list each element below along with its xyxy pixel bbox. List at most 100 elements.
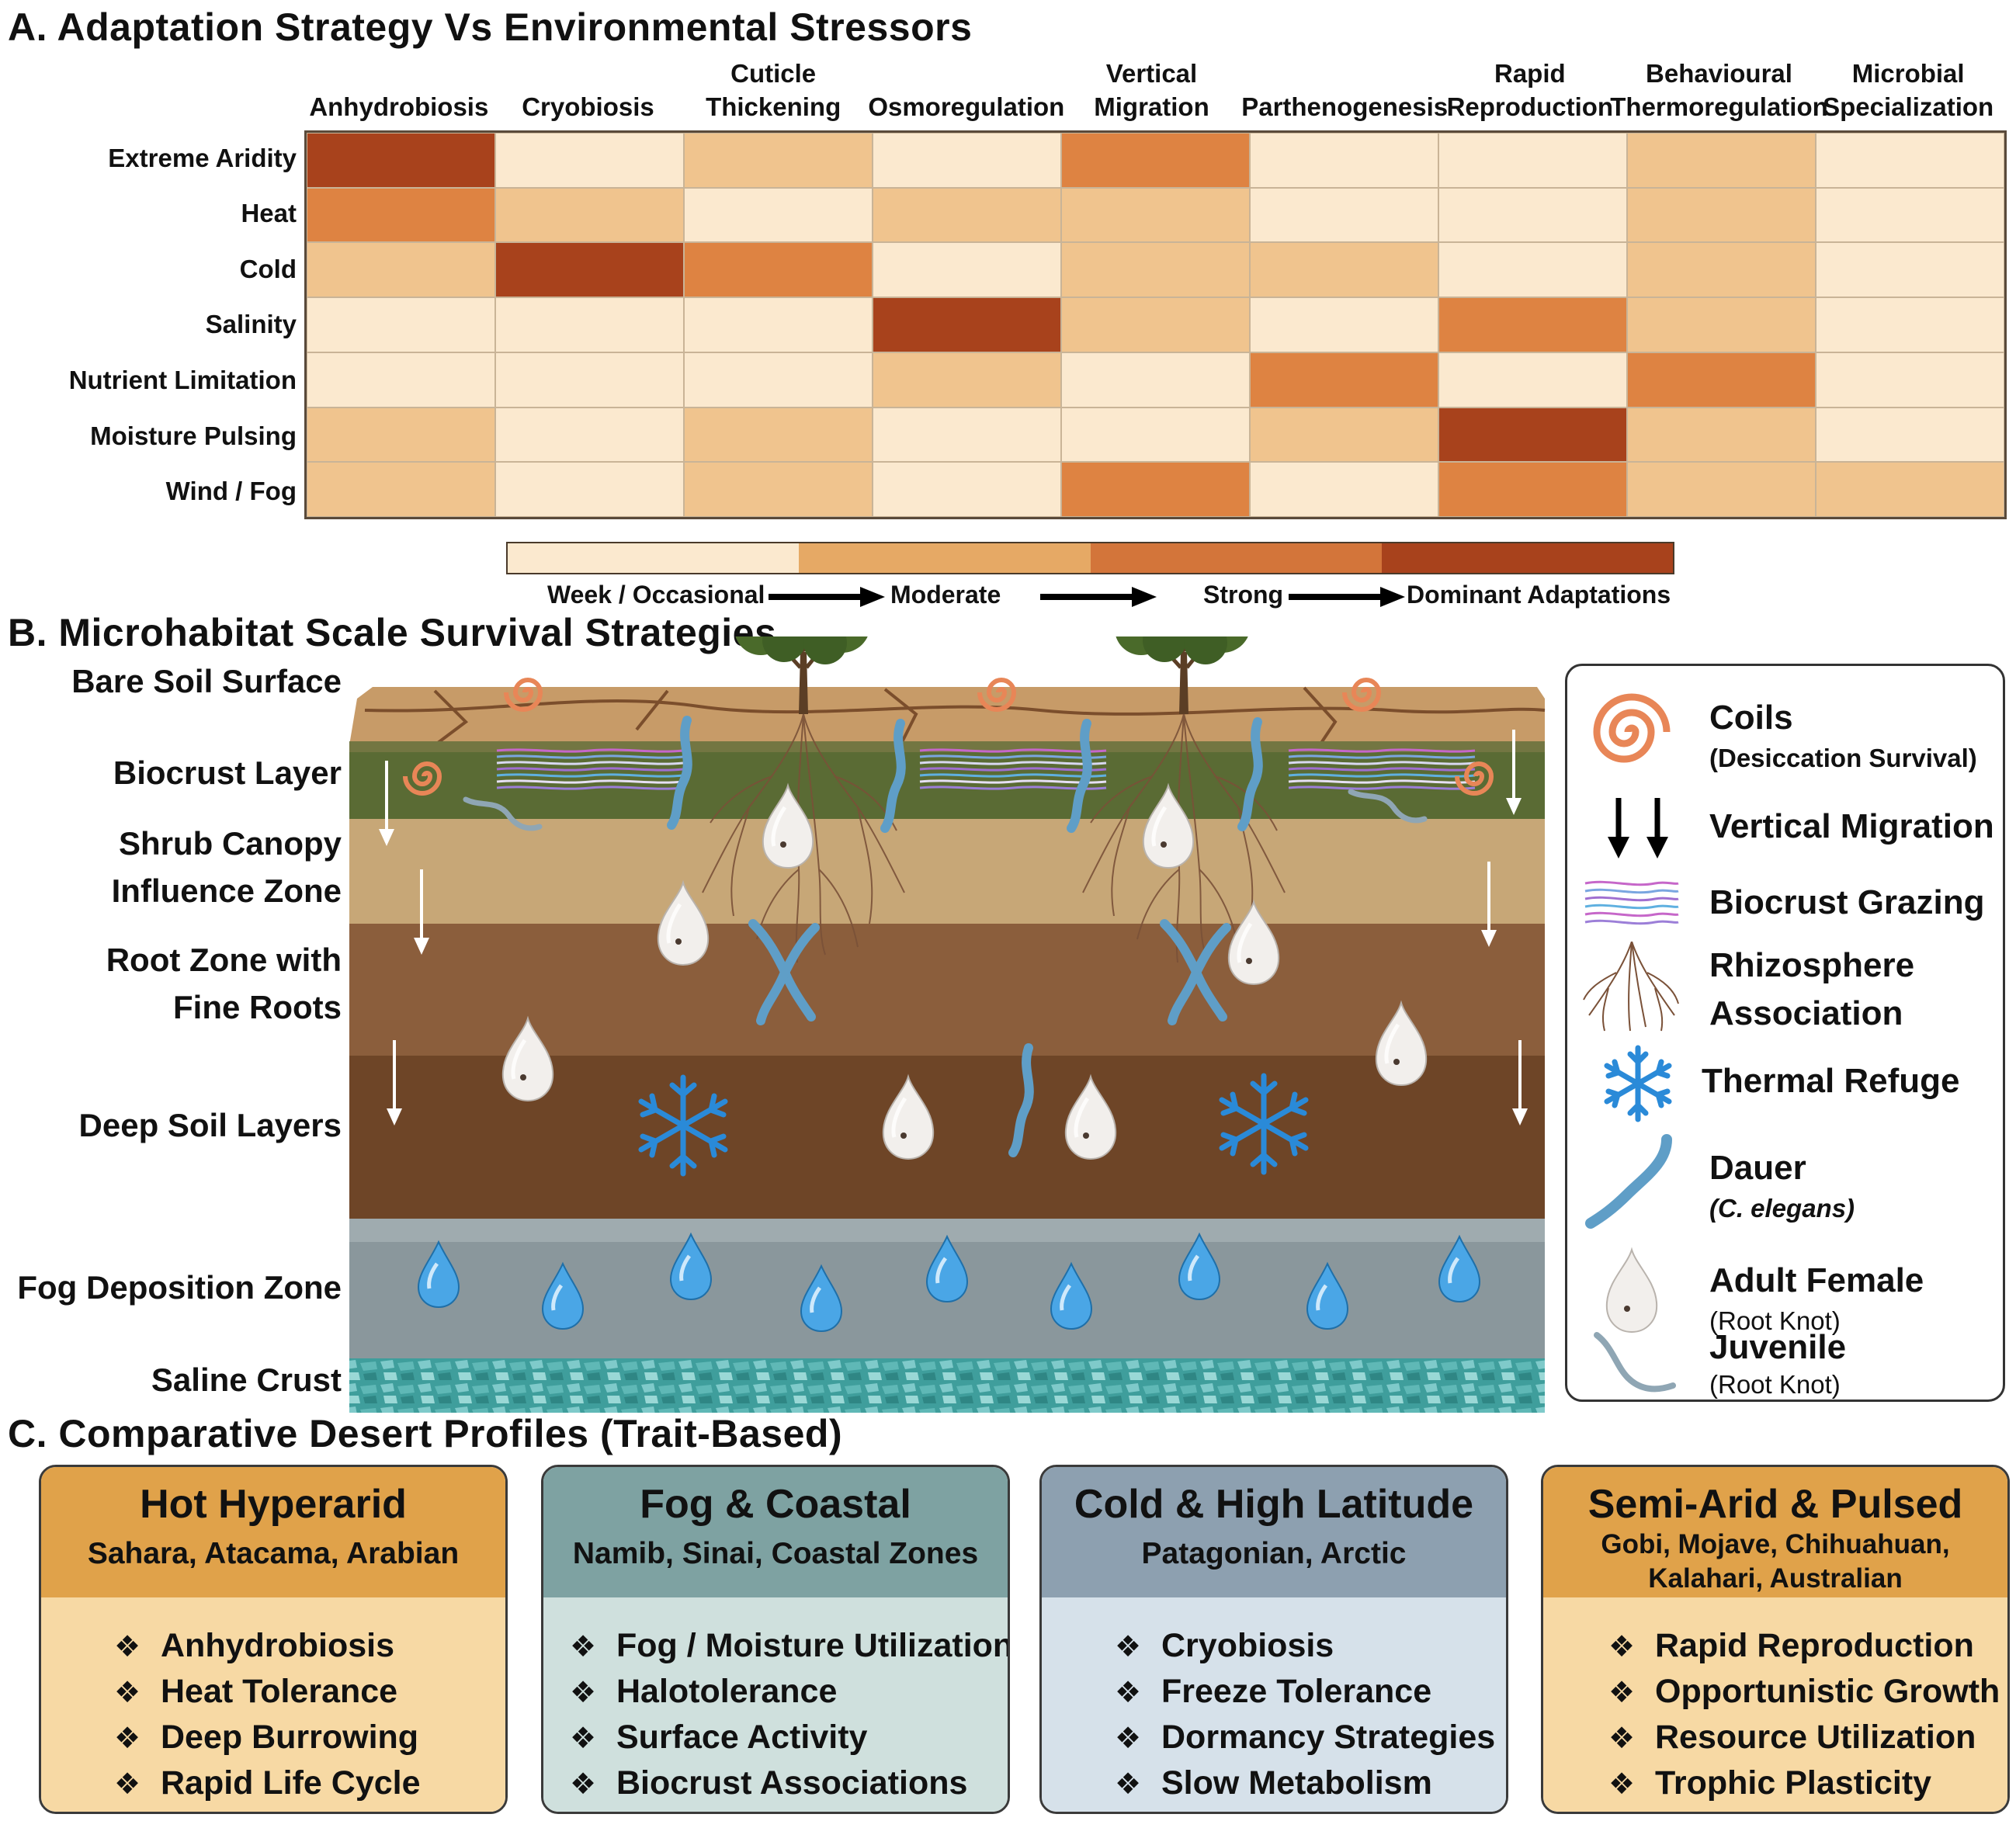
heatmap-column-header: Anhydrobiosis <box>309 92 489 122</box>
card-trait-item: ❖Fog / Moisture Utilization <box>559 1627 1008 1665</box>
legend-title-line: Rhizosphere <box>1709 946 1915 984</box>
heatmap-cell <box>495 352 684 408</box>
heatmap-cell <box>495 407 684 463</box>
legend-title-line: Association <box>1709 994 1903 1032</box>
card-region-line: Gobi, Mojave, Chihuahuan, <box>1601 1529 1950 1559</box>
diamond-bullet-icon: ❖ <box>113 1768 141 1801</box>
heatmap-cell <box>1627 242 1816 298</box>
heatmap-cell <box>684 297 873 352</box>
card-trait-item: ❖Freeze Tolerance <box>1104 1673 1431 1711</box>
card-regions: Namib, Sinai, Coastal Zones <box>572 1537 979 1570</box>
scale-segment <box>508 543 800 573</box>
intensity-scale-bar <box>506 542 1674 574</box>
card-trait-label: Biocrust Associations <box>616 1764 968 1802</box>
legend-subtitle: (Root Knot) <box>1709 1306 1841 1335</box>
layer-label-saline-crust: Saline Crust <box>151 1361 342 1398</box>
card-trait-item: ❖Deep Burrowing <box>103 1719 418 1757</box>
card-trait-label: Halotolerance <box>616 1673 838 1710</box>
card-trait-item: ❖Rapid Reproduction <box>1598 1627 1974 1665</box>
heatmap-cell <box>1250 187 1438 243</box>
card-body: ❖Fog / Moisture Utilization ❖ Halotoleranc… <box>543 1597 1008 1812</box>
heatmap-cell <box>307 187 495 243</box>
card-trait-label: Heat Tolerance <box>161 1673 398 1710</box>
heatmap-cell <box>1627 407 1816 463</box>
panel-c-title: C. Comparative Desert Profiles (Trait-Ba… <box>8 1412 843 1455</box>
heatmap-cell <box>1250 352 1438 408</box>
heatmap-cell <box>1438 462 1627 517</box>
card-trait-item: ❖Slow Metabolism <box>1104 1764 1432 1802</box>
diamond-bullet-icon: ❖ <box>1608 1722 1636 1755</box>
legend-subtitle: (Root Knot) <box>1709 1370 1841 1399</box>
heatmap-grid <box>304 130 2007 519</box>
heatmap-row-header: Heat <box>241 199 297 228</box>
worm-icon <box>1585 1134 1672 1229</box>
snowflake-icon <box>1604 1045 1672 1122</box>
heatmap-column-header: Vertical Migration <box>1094 59 1209 122</box>
legend-item-dauer: Dauer (C. elegans) <box>1574 1132 2000 1233</box>
heatmap-cell <box>307 462 495 517</box>
card-trait-item: ❖ Halotolerance <box>559 1673 837 1711</box>
legend-subtitle: (Desiccation Survival) <box>1709 744 1977 772</box>
card-title: Fog & Coastal <box>640 1482 911 1527</box>
scale-segment <box>1090 543 1382 573</box>
diamond-bullet-icon: ❖ <box>569 1677 597 1709</box>
card-trait-item: ❖Biocrust Associations <box>559 1764 967 1802</box>
legend-title: Dauer <box>1709 1149 1806 1187</box>
scale-arrow-icon <box>1289 587 1405 607</box>
heatmap-row-header: Wind / Fog <box>165 477 297 506</box>
legend-item-adult-female: Adult Female (Root Knot) <box>1574 1244 2000 1345</box>
legend-item-biocrust: Biocrust Grazing <box>1574 876 2000 930</box>
card-trait-item: ❖Opportunistic Growth <box>1598 1673 2000 1711</box>
card-title: Hot Hyperarid <box>140 1482 407 1527</box>
coil-icon <box>1593 693 1671 763</box>
heatmap-cell <box>307 407 495 463</box>
biocrust-lines-icon <box>1584 880 1679 925</box>
layer-label-bare-soil: Bare Soil Surface <box>71 663 342 699</box>
heatmap-cell <box>873 352 1061 408</box>
heatmap-cell <box>684 407 873 463</box>
heatmap-cell <box>873 407 1061 463</box>
heatmap-column-header: Parthenogenesis <box>1241 92 1449 122</box>
card-trait-item: ❖ Surface Activity <box>559 1719 867 1757</box>
heatmap-row-header: Salinity <box>205 310 297 339</box>
diamond-bullet-icon: ❖ <box>1114 1631 1142 1663</box>
card-trait-item: ❖Heat Tolerance <box>103 1673 397 1711</box>
card-trait-label: Cryobiosis <box>1161 1627 1334 1664</box>
card-trait-label: Opportunistic Growth <box>1655 1673 2000 1710</box>
heatmap-cell <box>495 133 684 188</box>
layer-label-deep-soil: Deep Soil Layers <box>78 1107 342 1143</box>
heatmap-cell <box>1627 187 1816 243</box>
card-regions: Gobi, Mojave, Chihuahuan,Kalahari, Austr… <box>1543 1528 2007 1596</box>
heatmap-cell <box>1438 297 1627 352</box>
heatmap-cell <box>873 462 1061 517</box>
legend-item-rhizosphere: Rhizosphere Association <box>1574 942 2000 1035</box>
roots-icon <box>1583 942 1679 1032</box>
heatmap-cell <box>684 242 873 298</box>
diamond-bullet-icon: ❖ <box>113 1722 141 1755</box>
heatmap-cell <box>1816 407 2004 463</box>
diamond-bullet-icon: ❖ <box>113 1631 141 1663</box>
heatmap-cell <box>307 297 495 352</box>
soil-profile-illustration <box>349 636 1546 1413</box>
diamond-bullet-icon: ❖ <box>569 1722 597 1755</box>
heatmap-cell <box>1250 133 1438 188</box>
card-regions: Patagonian, Arctic <box>1141 1537 1407 1570</box>
card-trait-label: Surface Activity <box>616 1719 868 1756</box>
heatmap-cell <box>873 133 1061 188</box>
card-body: ❖Anhydrobiosis❖Heat Tolerance❖Deep Burro… <box>41 1597 505 1812</box>
heatmap-cell <box>1061 242 1250 298</box>
card-trait-item: ❖Resource Utilization <box>1598 1719 1976 1757</box>
card-trait-label: Rapid Life Cycle <box>161 1764 421 1802</box>
heatmap-cell <box>1627 133 1816 188</box>
heatmap-cell <box>684 352 873 408</box>
layer-label-line: Fine Roots <box>173 988 342 1025</box>
heatmap-cell <box>684 462 873 517</box>
heatmap-cell <box>873 187 1061 243</box>
legend-box: Coils (Desiccation Survival) Vertical Mi… <box>1565 664 2005 1402</box>
panel-b-title: B. Microhabitat Scale Survival Strategie… <box>8 611 777 654</box>
legend-title: Rhizosphere Association <box>1709 942 1914 1037</box>
heatmap-row-header: Moisture Pulsing <box>90 421 297 450</box>
heatmap-cell <box>1816 297 2004 352</box>
